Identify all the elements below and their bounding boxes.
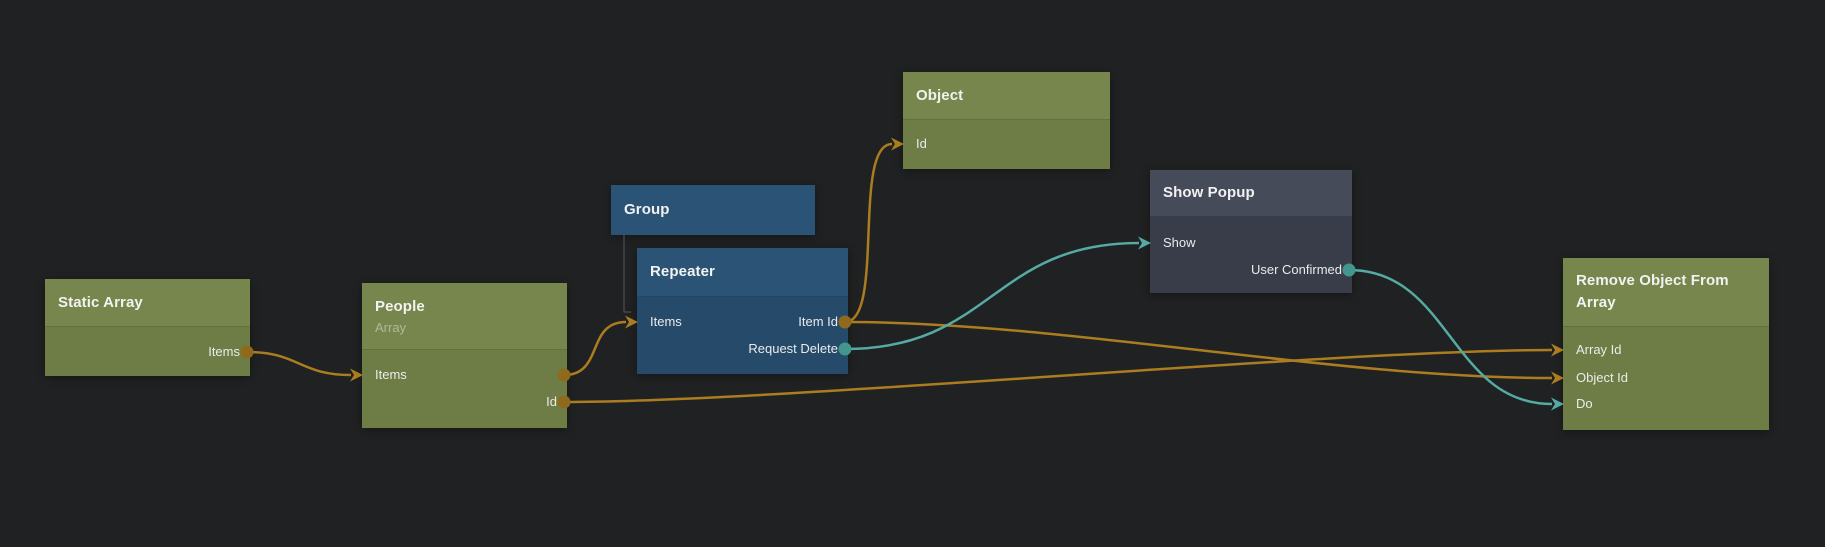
port-label: User Confirmed: [1250, 262, 1342, 277]
output-port-items[interactable]: [240, 345, 254, 359]
wire-repeater-to-show-popup-5[interactable]: [844, 241, 1140, 351]
node-header[interactable]: Group: [611, 185, 815, 235]
port-row-item-id[interactable]: Item Id: [637, 312, 848, 332]
port-label: Object Id: [1576, 370, 1629, 385]
output-port-item-id[interactable]: [838, 315, 852, 329]
port-row-items[interactable]: Items: [637, 312, 848, 332]
port-label: Items: [375, 367, 407, 382]
wire-show-popup-to-remove-object-from-array-6[interactable]: [1348, 268, 1553, 406]
input-port-items[interactable]: [625, 315, 638, 329]
port-label: Id: [546, 394, 557, 409]
output-port-id[interactable]: [557, 395, 571, 409]
wire-static-array-to-people-0[interactable]: [246, 350, 352, 377]
port-label: Request Delete: [748, 341, 838, 356]
node-header[interactable]: Static Array: [45, 279, 250, 327]
node-title: People: [375, 298, 425, 315]
node-header[interactable]: Show Popup: [1150, 170, 1352, 217]
port-row-object-id[interactable]: Object Id: [1563, 368, 1769, 388]
child-link-group-repeater: [623, 235, 631, 313]
port-label: Id: [916, 136, 927, 151]
port-label: Do: [1576, 396, 1593, 411]
input-port-do[interactable]: [1551, 397, 1564, 411]
port-row-items[interactable]: Items: [362, 365, 567, 385]
node-title: Static Array: [58, 293, 143, 311]
input-port-object-id[interactable]: [1551, 371, 1564, 385]
node-title: Show Popup: [1163, 184, 1255, 201]
node-header[interactable]: Remove Object From Array: [1563, 258, 1769, 327]
node-subtitle: Array: [375, 320, 407, 335]
input-port-show[interactable]: [1138, 236, 1151, 250]
port-label: Items: [208, 344, 240, 359]
port-row-id[interactable]: Id: [362, 392, 567, 412]
output-port-items[interactable]: [557, 368, 571, 382]
input-port-array-id[interactable]: [1551, 343, 1564, 357]
wire-repeater-to-remove-object-from-array-4[interactable]: [844, 320, 1553, 380]
output-port-user-confirmed[interactable]: [1342, 263, 1356, 277]
wire-repeater-to-object-3[interactable]: [844, 142, 893, 324]
port-row-id[interactable]: Id: [903, 134, 1110, 154]
port-row-array-id[interactable]: Array Id: [1563, 340, 1769, 360]
node-title: Repeater: [650, 263, 715, 280]
node-group[interactable]: Group: [611, 185, 815, 235]
port-row-user-confirmed[interactable]: User Confirmed: [1150, 260, 1352, 280]
node-title: Group: [624, 201, 670, 218]
node-title: Object: [916, 86, 964, 104]
node-title: Remove Object From Array: [1576, 272, 1729, 311]
node-header[interactable]: Object: [903, 72, 1110, 120]
input-port-id[interactable]: [891, 137, 904, 151]
wire-people-to-remove-object-from-array-2[interactable]: [563, 348, 1553, 404]
port-label: Array Id: [1576, 342, 1622, 357]
wire-people-to-repeater-1[interactable]: [563, 320, 627, 377]
node-header[interactable]: Repeater: [637, 248, 848, 297]
port-row-request-delete[interactable]: Request Delete: [637, 339, 848, 359]
output-port-request-delete[interactable]: [838, 342, 852, 356]
port-row-items[interactable]: Items: [45, 342, 250, 362]
port-label: Item Id: [798, 314, 838, 329]
input-port-items[interactable]: [350, 368, 363, 382]
port-row-show[interactable]: Show: [1150, 233, 1352, 253]
port-label: Items: [650, 314, 682, 329]
port-label: Show: [1163, 235, 1196, 250]
port-row-do[interactable]: Do: [1563, 394, 1769, 414]
